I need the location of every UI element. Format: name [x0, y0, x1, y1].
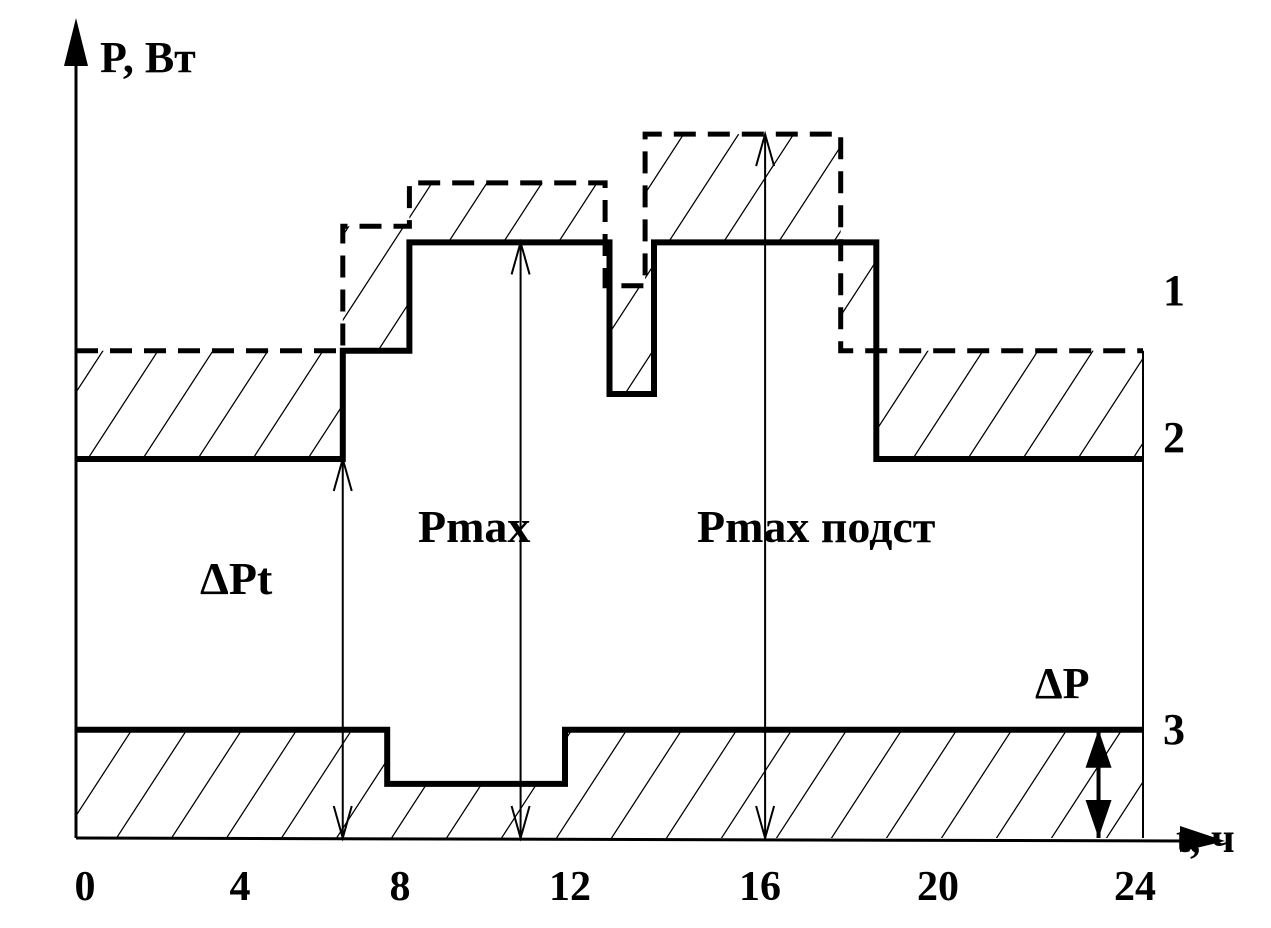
x-axis-arrowhead — [1180, 826, 1225, 852]
x-tick-label: 20 — [917, 864, 959, 910]
annotation-arrowhead-top — [755, 130, 776, 167]
series-3-label: 3 — [1163, 705, 1185, 754]
annotation-layer — [332, 130, 1112, 842]
annotation-arrowhead-bottom — [332, 805, 353, 842]
pmax-podst-label: Pmax подст — [697, 501, 936, 552]
axes-layer — [64, 18, 1225, 852]
annotation-arrowhead-bottom — [510, 805, 531, 842]
pmax-label: Pmax — [418, 501, 530, 552]
x-tick-label: 12 — [549, 864, 591, 910]
y-axis-arrowhead — [64, 18, 88, 66]
x-tick-labels: 0 4 8 12 16 20 24 — [75, 864, 1157, 910]
series-2-label: 2 — [1163, 413, 1185, 462]
x-tick-label: 4 — [230, 864, 251, 910]
x-tick-label: 16 — [739, 864, 781, 910]
delta-pt-label: ΔPt — [200, 553, 273, 604]
series-1-line — [76, 131, 1143, 354]
y-axis-label: P, Вт — [100, 33, 196, 82]
annotation-arrowhead-bottom — [755, 805, 776, 842]
x-axis-line — [75, 836, 1186, 843]
hatch-band-3 — [76, 729, 1143, 838]
x-tick-label: 24 — [1114, 864, 1156, 910]
series-2-line — [76, 239, 1143, 462]
x-axis-label: t, ч — [1176, 816, 1235, 862]
delta-p-label: ΔP — [1035, 659, 1089, 708]
annotation-arrowhead-top — [510, 238, 531, 275]
series-layer — [76, 131, 1143, 787]
annotation-arrowhead-top — [1085, 729, 1112, 768]
annotation-arrowhead-bottom — [1085, 800, 1112, 838]
series-1-label: 1 — [1163, 266, 1185, 315]
x-tick-label: 0 — [75, 864, 96, 910]
x-tick-label: 8 — [390, 864, 411, 910]
series-3-line — [76, 726, 1143, 787]
annotation-arrowhead-top — [332, 455, 353, 492]
